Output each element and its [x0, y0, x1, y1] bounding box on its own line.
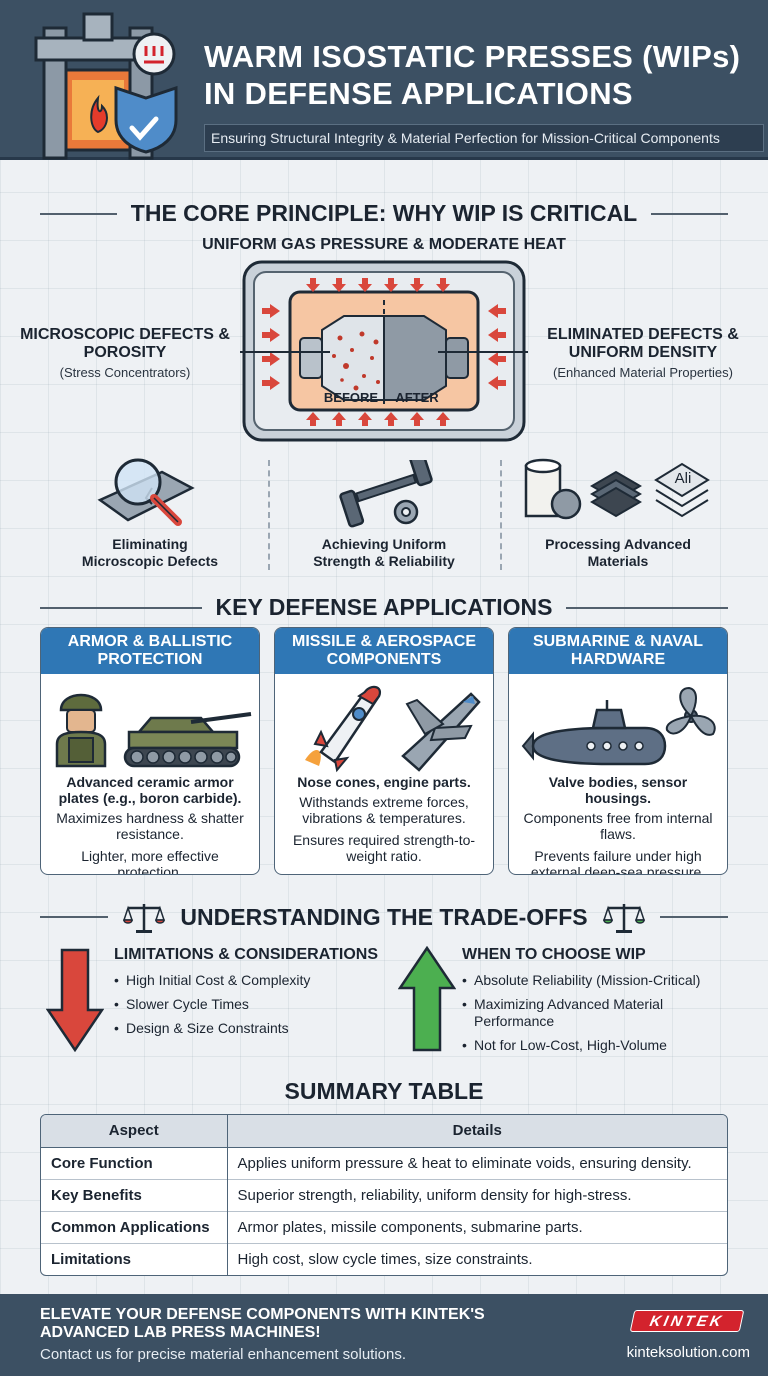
title-line-2: IN DEFENSE APPLICATIONS — [204, 76, 633, 111]
footer-banner — [0, 1294, 768, 1376]
list-item: Not for Low-Cost, High-Volume — [462, 1037, 732, 1054]
table-row: Key Benefits Superior strength, reliabil… — [41, 1178, 727, 1211]
advanced-materials-icon — [524, 458, 710, 520]
up-arrow-icon — [398, 946, 456, 1052]
card-lead: Valve bodies, sensor housings. — [548, 774, 688, 806]
rocket-jet-icon — [305, 685, 481, 773]
card-missile: MISSILE & AEROSPACE COMPONENTS Nose cone… — [274, 627, 494, 875]
material-symbol: Ali — [674, 470, 692, 487]
kintek-logo[interactable]: KINTEK — [629, 1310, 745, 1332]
card-armor: ARMOR & BALLISTIC PROTECTION Advanced ce… — [40, 627, 260, 875]
list-item: High Initial Cost & Complexity — [114, 972, 384, 989]
hip-chamber-diagram — [240, 260, 528, 442]
card-point: Lighter, more effective protection. — [81, 848, 219, 875]
card-title: SUBMARINE & NAVAL HARDWARE — [509, 628, 727, 674]
divider — [500, 460, 502, 570]
limitations-list: High Initial Cost & Complexity Slower Cy… — [114, 972, 384, 1044]
soldier-tank-icon — [55, 693, 252, 768]
magnifier-defect-icon — [97, 458, 195, 526]
footer-headline: ELEVATE YOUR DEFENSE COMPONENTS WITH KIN… — [40, 1306, 485, 1341]
scales-icon — [123, 904, 166, 933]
footer-subtext: Contact us for precise material enhancem… — [40, 1346, 407, 1363]
card-title: ARMOR & BALLISTIC PROTECTION — [41, 628, 259, 674]
website-link[interactable]: kinteksolution.com — [626, 1344, 750, 1361]
column-header: Aspect — [41, 1115, 228, 1148]
limitations-title: LIMITATIONS & CONSIDERATIONS — [114, 946, 378, 963]
list-item: Absolute Reliability (Mission-Critical) — [462, 972, 732, 989]
card-point: Withstands extreme forces, vibrations & … — [299, 794, 469, 826]
defects-label: MICROSCOPIC DEFECTS & POROSITY (Stress C… — [20, 326, 230, 380]
eliminated-label: ELIMINATED DEFECTS & UNIFORM DENSITY (En… — [547, 326, 739, 380]
core-section-title: THE CORE PRINCIPLE: WHY WIP IS CRITICAL — [40, 200, 729, 227]
submarine-propeller-icon — [521, 686, 716, 766]
when-list: Absolute Reliability (Mission-Critical) … — [462, 972, 732, 1061]
down-arrow-icon — [46, 948, 104, 1052]
tradeoffs-section-title: UNDERSTANDING THE TRADE-OFFS — [40, 900, 729, 934]
card-title: MISSILE & AEROSPACE COMPONENTS — [275, 628, 493, 674]
table-row: Limitations High cost, slow cycle times,… — [41, 1242, 727, 1275]
card-point: Prevents failure under high external dee… — [530, 848, 706, 875]
list-item: Maximizing Advanced Material Performance — [462, 996, 732, 1030]
table-row: Core Function Applies uniform pressure &… — [41, 1147, 727, 1179]
when-to-choose-title: WHEN TO CHOOSE WIP — [462, 946, 646, 963]
list-item: Slower Cycle Times — [114, 996, 384, 1013]
card-point: Components free from internal flaws. — [523, 810, 713, 842]
summary-table: Aspect Details Core Function Applies uni… — [40, 1114, 728, 1276]
card-lead: Nose cones, engine parts. — [297, 774, 471, 790]
column-header: Details — [227, 1115, 727, 1148]
title-line-1: WARM ISOSTATIC PRESSES (WIPs) — [204, 39, 741, 74]
page-title: WARM ISOSTATIC PRESSES (WIPs) IN DEFENSE… — [204, 38, 754, 112]
table-row: Common Applications Armor plates, missil… — [41, 1210, 727, 1243]
dumbbell-gear-icon — [339, 460, 433, 528]
card-point: Maximizes hardness & shatter resistance. — [56, 810, 244, 842]
before-label: BEFORE — [323, 390, 379, 405]
card-point: Ensures required strength-to-weight rati… — [292, 832, 476, 864]
summary-title: SUMMARY TABLE — [284, 1078, 484, 1104]
list-item: Design & Size Constraints — [114, 1020, 384, 1037]
core-subtitle: UNIFORM GAS PRESSURE & MODERATE HEAT — [202, 236, 566, 253]
divider — [268, 460, 270, 570]
scales-icon — [602, 904, 645, 933]
card-lead: Advanced ceramic armor plates (e.g., bor… — [58, 774, 242, 806]
applications-section-title: KEY DEFENSE APPLICATIONS — [40, 594, 728, 621]
after-label: AFTER — [395, 390, 439, 405]
page-subtitle: Ensuring Structural Integrity & Material… — [204, 124, 764, 152]
card-submarine: SUBMARINE & NAVAL HARDWARE Valve bodies,… — [508, 627, 728, 875]
press-shield-icon — [34, 12, 178, 160]
